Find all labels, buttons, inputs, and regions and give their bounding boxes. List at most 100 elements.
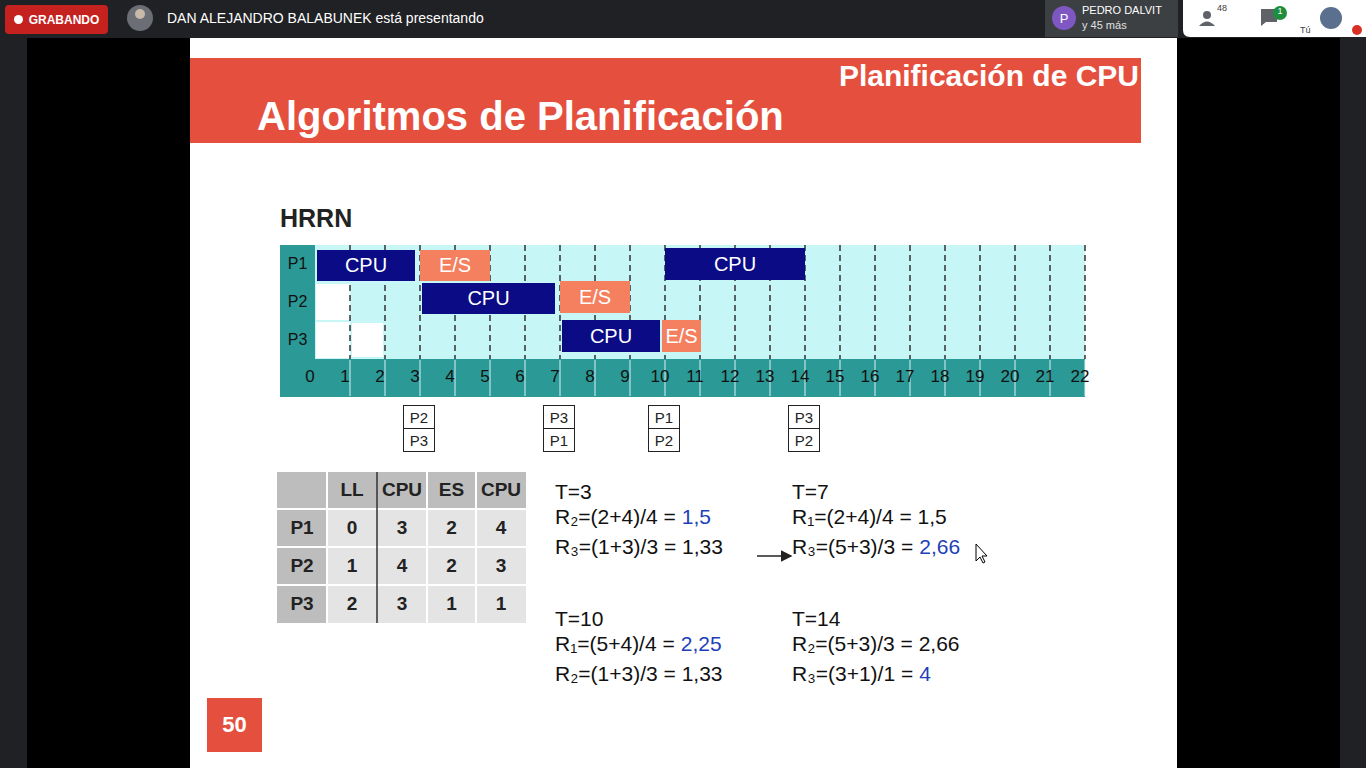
label-text: 20 bbox=[995, 368, 1025, 387]
node-text: GRABANDO bbox=[29, 13, 100, 27]
label-text: 2,25 bbox=[681, 632, 722, 655]
gridline bbox=[979, 245, 981, 359]
cpu-burst-bar: CPU bbox=[422, 283, 555, 314]
node-text: P2 bbox=[288, 293, 308, 311]
table-cell-text: 2 bbox=[327, 585, 377, 623]
label-text: 14 bbox=[785, 368, 815, 387]
table-cell-text: ES bbox=[427, 472, 476, 509]
label-text: 22 bbox=[1065, 368, 1095, 387]
recording-badge: GRABANDO bbox=[5, 5, 108, 34]
cpu-burst-bar: CPU bbox=[317, 250, 415, 281]
presenter-avatar-face bbox=[135, 9, 145, 19]
label-text: HRRN bbox=[280, 205, 352, 233]
gridline bbox=[909, 245, 911, 359]
label-text: 13 bbox=[750, 368, 780, 387]
ready-queue-box: P2 bbox=[788, 428, 820, 452]
label-text: T=3 bbox=[555, 480, 592, 503]
label-text: 1,5 bbox=[682, 505, 711, 528]
mouse-cursor bbox=[976, 544, 987, 563]
label-text: 16 bbox=[855, 368, 885, 387]
ready-queue-box: P1 bbox=[648, 405, 680, 429]
node-text: E/S bbox=[439, 254, 471, 277]
cpu-burst-bar: CPU bbox=[562, 320, 660, 352]
label-text: R₂=(2+4)/4 = bbox=[555, 505, 676, 528]
label-text: R₃=(3+1)/1 = bbox=[792, 662, 913, 685]
slide-page bbox=[190, 30, 1177, 768]
time-gridlines bbox=[350, 245, 1085, 359]
io-burst-bar: E/S bbox=[420, 250, 490, 281]
axis-dividers bbox=[350, 360, 1085, 396]
label-text: 15 bbox=[820, 368, 850, 387]
title-banner: Planificación de CPU Algoritmos de Planif… bbox=[190, 58, 1141, 143]
pointer-arrow bbox=[757, 555, 791, 557]
people-icon bbox=[1199, 11, 1215, 26]
node-text: P1 bbox=[655, 409, 673, 426]
label-text: 7 bbox=[540, 368, 570, 387]
avatar-circle: P bbox=[1052, 6, 1076, 30]
table-header-row bbox=[277, 472, 526, 509]
table-cell-text: 1 bbox=[476, 585, 526, 623]
side-panel bbox=[1183, 0, 1366, 37]
io-burst-bar: E/S bbox=[560, 281, 630, 313]
io-burst-bar: E/S bbox=[662, 320, 701, 352]
ready-queue-box: P3 bbox=[543, 405, 575, 429]
label-text: T=10 bbox=[555, 607, 603, 630]
node-text: Planificación de CPU bbox=[839, 59, 1139, 93]
ready-queue-box: P2 bbox=[403, 405, 435, 429]
node-text: E/S bbox=[579, 286, 611, 309]
node-text: E/S bbox=[665, 325, 697, 348]
label-text: 12 bbox=[715, 368, 745, 387]
process-row-header: P2 bbox=[280, 283, 315, 321]
label-text: 19 bbox=[960, 368, 990, 387]
gridline bbox=[839, 245, 841, 359]
table-cell-text: P2 bbox=[277, 547, 327, 585]
table-cell-text: 2 bbox=[427, 547, 476, 585]
label-text: R₃=(1+3)/3 = 1,33 bbox=[555, 535, 723, 558]
node-text: PEDRO DALVIT bbox=[1082, 4, 1162, 16]
label-text: 9 bbox=[610, 368, 640, 387]
table-cell-text: CPU bbox=[476, 472, 526, 509]
table-ground bbox=[277, 472, 526, 623]
table-grid bbox=[277, 472, 526, 623]
table-cell-text: 4 bbox=[377, 547, 427, 585]
label-text: Tú bbox=[1300, 26, 1311, 36]
node-text: CPU bbox=[590, 325, 632, 348]
table-cell-text: P1 bbox=[277, 509, 327, 547]
node-text: P2 bbox=[795, 432, 813, 449]
node-text: P3 bbox=[410, 432, 428, 449]
label-text: R₁=(2+4)/4 = 1,5 bbox=[792, 505, 947, 528]
node-text: P2 bbox=[655, 432, 673, 449]
idle-cell bbox=[316, 322, 350, 358]
label-text: 10 bbox=[645, 368, 675, 387]
page-number-box: 50 bbox=[207, 698, 262, 752]
self-avatar bbox=[1320, 7, 1342, 29]
gridline bbox=[1084, 245, 1086, 359]
process-row-header: P3 bbox=[280, 321, 315, 359]
label-text: 1 bbox=[1274, 7, 1286, 17]
label-text: 11 bbox=[680, 368, 710, 387]
label-text: R₂=(5+3)/3 = 2,66 bbox=[792, 632, 960, 655]
node-text: CPU bbox=[714, 253, 756, 276]
ready-queue-box: P2 bbox=[648, 428, 680, 452]
mic-off-dot bbox=[1352, 25, 1362, 35]
label-text: 2 bbox=[365, 368, 395, 387]
node-text: CPU bbox=[345, 254, 387, 277]
node-text: P2 bbox=[410, 409, 428, 426]
label-text: T=7 bbox=[792, 480, 829, 503]
table-cell-text: 0 bbox=[327, 509, 377, 547]
gridline bbox=[1014, 245, 1016, 359]
label-text: 6 bbox=[505, 368, 535, 387]
ready-queue-box: P1 bbox=[543, 428, 575, 452]
node-text: P1 bbox=[550, 432, 568, 449]
gridline bbox=[1049, 245, 1051, 359]
label-text: T=14 bbox=[792, 607, 840, 630]
table-cell-text: 3 bbox=[476, 547, 526, 585]
presenter-avatar bbox=[127, 5, 153, 31]
node-text: P3 bbox=[550, 409, 568, 426]
table-cell-text: 2 bbox=[427, 509, 476, 547]
time-axis bbox=[280, 359, 1085, 397]
node-text: Algoritmos de Planificación bbox=[257, 94, 784, 139]
ready-queue-box: P3 bbox=[788, 405, 820, 429]
label-text: DAN ALEJANDRO BALABUNEK está presentando bbox=[167, 11, 484, 26]
